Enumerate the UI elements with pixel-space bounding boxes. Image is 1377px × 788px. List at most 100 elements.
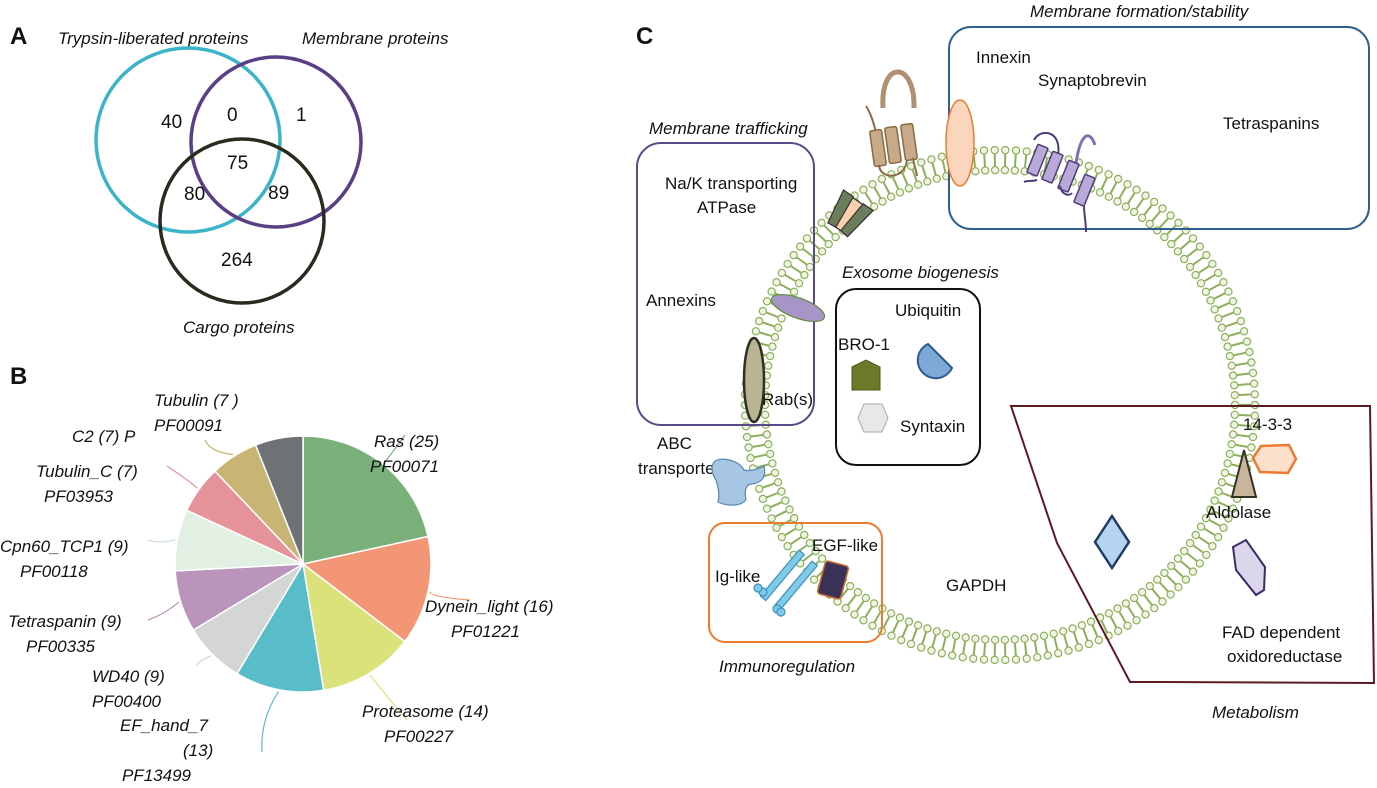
- lipid-head: [981, 635, 990, 644]
- lipid-head: [1217, 323, 1227, 332]
- lipid-head: [1195, 559, 1205, 568]
- pie-leader-tubulin: [204, 439, 234, 456]
- lipid-head: [1191, 270, 1200, 280]
- lipid-head: [1196, 522, 1206, 531]
- label-na-k-atpase-line2: ATPase: [697, 198, 756, 217]
- lipid-head: [850, 610, 859, 619]
- pie-label-tubulin-pfam: PF00091: [154, 416, 223, 435]
- lipid-tail: [1151, 210, 1161, 222]
- pie-label-tubulin-c-name: Tubulin_C (7): [36, 462, 138, 481]
- lipid-head: [937, 152, 947, 161]
- pie-slices: [163, 430, 443, 693]
- lipid-head: [971, 167, 980, 176]
- panel-label-a: A: [10, 23, 27, 50]
- lipid-head: [1160, 568, 1169, 578]
- lipid-tail: [1180, 240, 1191, 250]
- lipid-head: [1232, 306, 1242, 316]
- lipid-tail: [1173, 567, 1184, 578]
- lipid-tail: [1231, 341, 1244, 347]
- lipid-head: [886, 609, 896, 618]
- lipid-head: [981, 166, 990, 175]
- label-annexins: Annexins: [646, 291, 716, 310]
- lipid-head: [1188, 234, 1198, 243]
- lipid-head: [1220, 468, 1230, 478]
- label-fad-line1: FAD dependent: [1222, 623, 1340, 642]
- lipid-head: [1141, 610, 1150, 619]
- lipid-head: [1201, 287, 1211, 296]
- venn-count-trypsin-membrane: 0: [227, 105, 238, 126]
- abc-transporter-icon: [711, 458, 766, 506]
- pie-label-efhand-name: EF_hand_7: [120, 716, 208, 735]
- venn-count-trypsin-cargo: 80: [184, 184, 205, 205]
- lipid-head: [861, 593, 871, 603]
- pie-leader-wd40: [195, 655, 212, 667]
- lipid-head: [1196, 279, 1206, 288]
- lipid-head: [1049, 629, 1058, 639]
- pie-chart: B Ras (25) PF00071 Dynein_light (16) PF0…: [0, 363, 554, 785]
- pie-label-wd40-pfam: PF00400: [92, 692, 162, 711]
- lipid-head: [1030, 633, 1039, 642]
- lipid-tail: [847, 594, 857, 606]
- lipid-head: [1132, 185, 1141, 194]
- lipid-tail: [911, 628, 918, 641]
- lipid-head: [1166, 590, 1175, 599]
- lipid-tail: [983, 154, 986, 167]
- group-box-exosome-biogenesis: [835, 288, 981, 466]
- lipid-tail: [1159, 581, 1169, 593]
- lipid-tail: [941, 637, 947, 650]
- lipid-head: [1195, 242, 1205, 251]
- lipid-tail: [796, 256, 808, 266]
- lipid-head: [1225, 449, 1235, 459]
- pie-label-proteasome-name: Proteasome (14): [362, 702, 489, 721]
- lipid-head: [868, 621, 877, 631]
- lipid-head: [809, 575, 819, 584]
- lipid-tail: [892, 620, 900, 633]
- lipid-tail: [952, 639, 957, 652]
- lipid-head: [1181, 226, 1191, 235]
- lipid-tail: [901, 173, 909, 186]
- lipid-tail: [1192, 256, 1204, 266]
- lipid-tail: [1186, 248, 1198, 258]
- lipid-head: [1250, 390, 1260, 399]
- lipid-tail: [1208, 519, 1221, 527]
- label-tetraspanins: Tetraspanins: [1223, 114, 1319, 133]
- pie-leader-cpn60-tcp1: [147, 538, 176, 543]
- lipid-head: [990, 145, 999, 155]
- lipid-tail: [1143, 204, 1153, 216]
- lipid-tail: [1180, 560, 1191, 570]
- lipid-head: [758, 306, 768, 316]
- lipid-head: [917, 158, 926, 167]
- pie-label-tubulin-name: Tubulin (7 ): [154, 391, 239, 410]
- lipid-tail: [774, 510, 787, 518]
- lipid-head: [768, 342, 777, 351]
- lipid-head: [1020, 634, 1029, 643]
- lipid-head: [932, 627, 942, 636]
- lipid-tail: [962, 641, 967, 654]
- venn-circle-trypsin: [94, 46, 282, 234]
- lipid-head: [755, 484, 764, 494]
- exosome-diagram: C Membrane formation/stability Innexin S…: [636, 2, 1376, 722]
- lipid-tail: [1082, 628, 1089, 641]
- label-na-k-atpase-line1: Na/K transporting: [665, 174, 797, 193]
- venn-count-cargo-only: 264: [221, 250, 253, 271]
- pie-slice-ef-hand-7: [235, 561, 325, 693]
- lipid-tail: [1043, 639, 1048, 652]
- lipid-head: [1160, 232, 1169, 242]
- pie-leader-ef-hand-7: [261, 691, 280, 753]
- panel-label-b: B: [10, 363, 27, 390]
- lipid-head: [1104, 609, 1114, 618]
- lipid-head: [1201, 514, 1211, 523]
- lipid-head: [1236, 316, 1246, 326]
- lipid-tail: [972, 642, 976, 655]
- venn-count-membrane-only: 1: [296, 105, 307, 126]
- lipid-tail: [1203, 527, 1216, 536]
- lipid-head: [1011, 655, 1021, 664]
- lipid-head: [841, 603, 851, 613]
- lipid-tail: [882, 616, 891, 628]
- lipid-head: [1113, 626, 1123, 636]
- label-abc-line2: transporter: [638, 459, 721, 478]
- lipid-tail: [762, 321, 775, 328]
- lipid-tail: [983, 643, 986, 656]
- label-aldolase: Aldolase: [1206, 503, 1271, 522]
